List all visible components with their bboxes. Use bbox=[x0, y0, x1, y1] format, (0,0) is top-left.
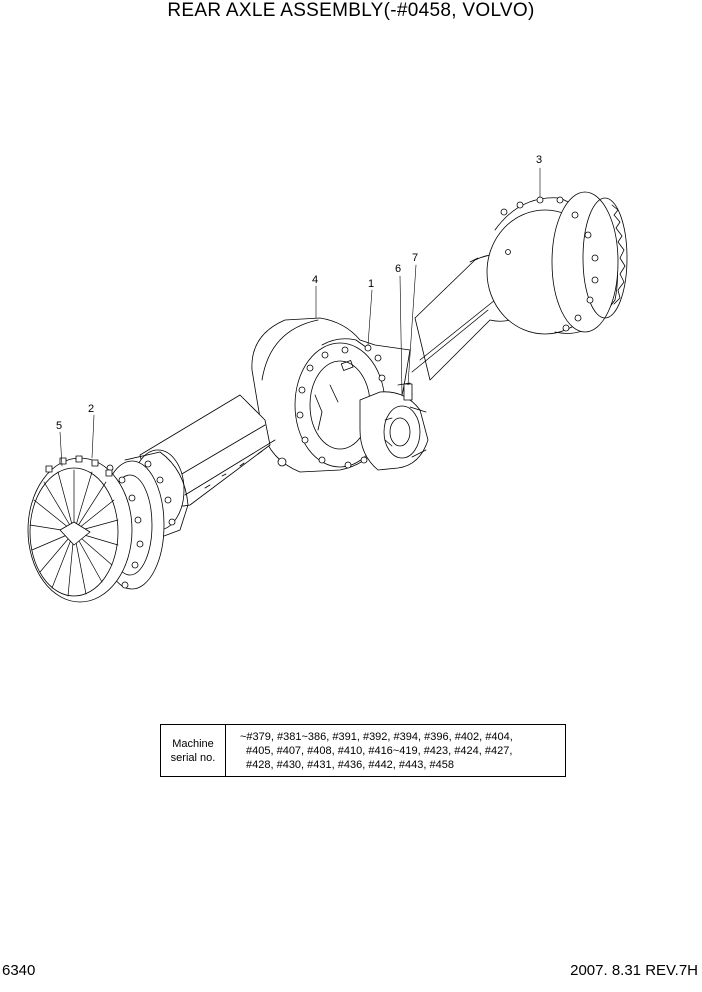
callout-2: 2 bbox=[88, 403, 94, 415]
leader-lines bbox=[59, 167, 541, 467]
left-end-cap bbox=[27, 455, 133, 603]
serial-label-line2: serial no. bbox=[170, 751, 216, 764]
callout-5: 5 bbox=[56, 420, 62, 432]
page-number: 6340 bbox=[2, 962, 36, 979]
right-hub-bolts bbox=[500, 196, 599, 332]
serial-values-line: #405, #407, #408, #410, #416~419, #423, … bbox=[246, 744, 513, 757]
input-flange bbox=[359, 382, 429, 471]
callout-6: 6 bbox=[395, 263, 401, 275]
right-wheel-hub bbox=[486, 191, 628, 335]
serial-label-line1: Machine bbox=[172, 737, 214, 750]
revision-date: 2007. 8.31 REV.7H bbox=[570, 962, 698, 979]
callout-4: 4 bbox=[312, 274, 318, 286]
page-title: REAR AXLE ASSEMBLY(-#0458, VOLVO) bbox=[167, 0, 535, 21]
serial-table-values: ~#379, #381~386, #391, #392, #394, #396,… bbox=[226, 725, 565, 776]
serial-table-label: Machine serial no. bbox=[161, 725, 226, 776]
serial-values-line: ~#379, #381~386, #391, #392, #394, #396,… bbox=[240, 730, 513, 743]
callout-1: 1 bbox=[368, 278, 374, 290]
end-cap-nuts bbox=[45, 455, 113, 477]
machine-serial-table: Machine serial no. ~#379, #381~386, #391… bbox=[160, 724, 566, 777]
serial-values-line: #428, #430, #431, #436, #442, #443, #458 bbox=[246, 758, 454, 771]
left-hub-bolts bbox=[106, 460, 176, 589]
callout-7: 7 bbox=[412, 252, 418, 264]
callout-3: 3 bbox=[536, 154, 542, 166]
axle-assembly-drawing: 1 2 3 4 5 6 7 bbox=[27, 154, 628, 603]
